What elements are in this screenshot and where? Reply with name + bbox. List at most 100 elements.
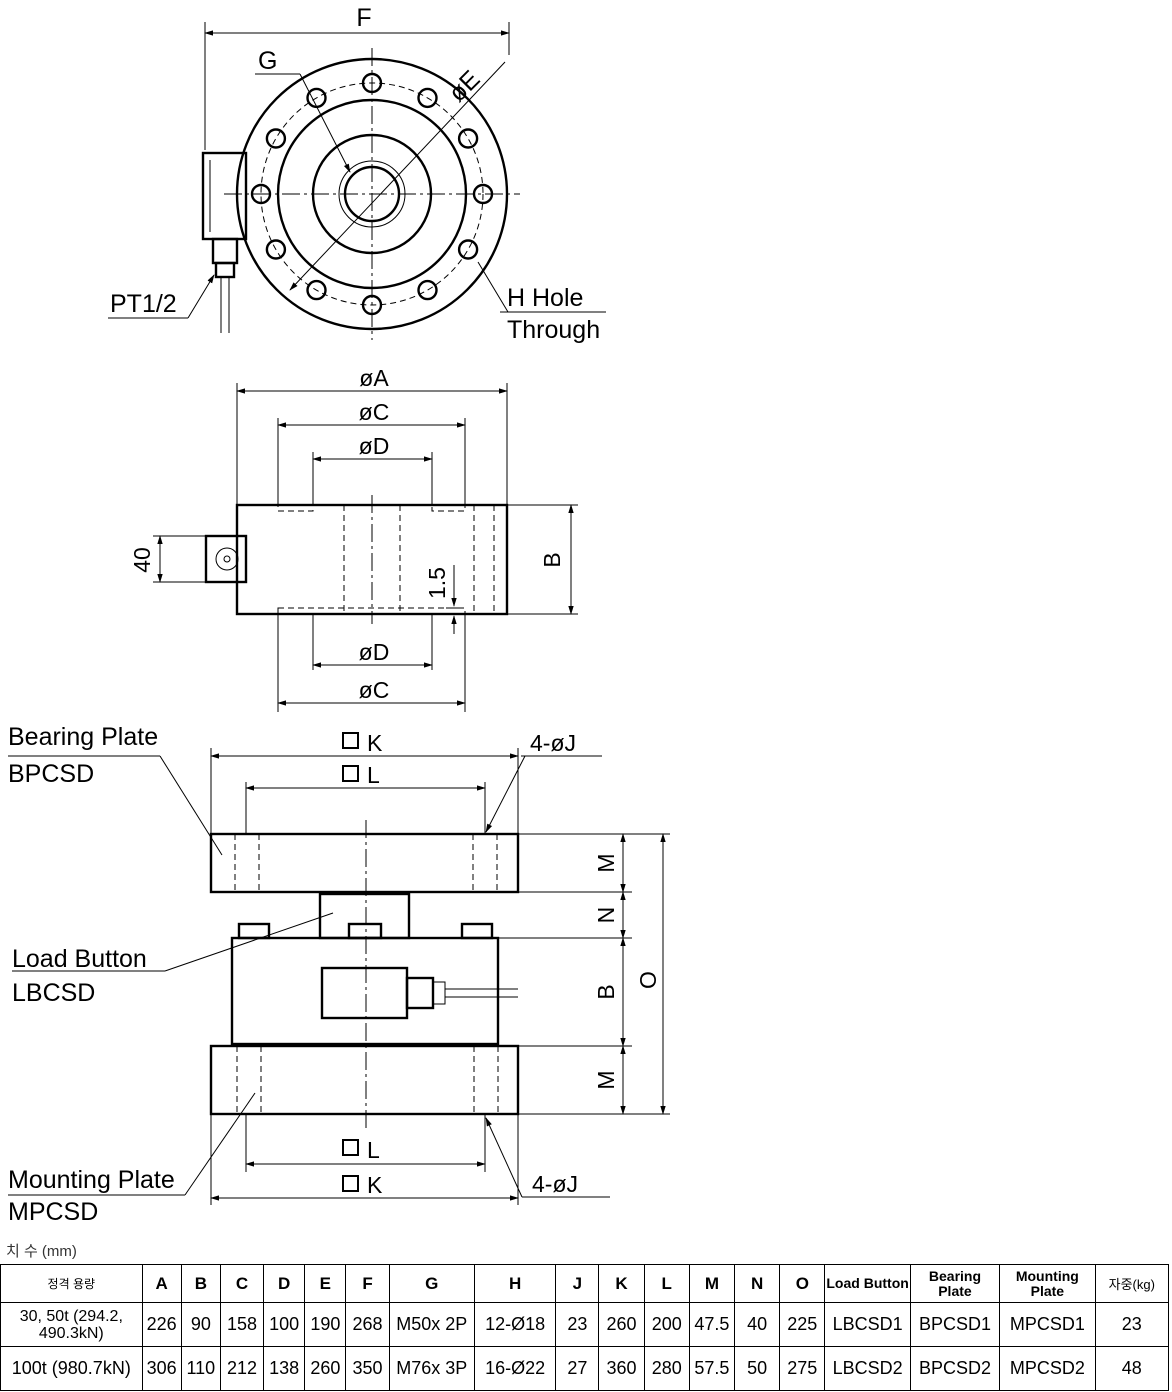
cell-G: M76x 3P [388,1346,475,1391]
dim-K-bottom-label: K [367,1172,383,1198]
header-L: L [643,1264,690,1303]
cell-F: 268 [345,1302,390,1347]
dim-O-label: O [635,971,661,989]
pt-label: PT1/2 [110,290,177,318]
header-K: K [598,1264,645,1303]
mounting-plate [209,1044,520,1116]
cell-A: 306 [141,1346,182,1391]
header-E: E [304,1264,347,1303]
cell-L: 200 [643,1302,690,1347]
header-load-button: Load Button [824,1264,911,1303]
side-view: øA øC øD øD øC 40 B [129,365,578,712]
dim-K-top-label: K [367,730,383,756]
load-button-label: Load Button [12,945,147,973]
cell-H: 16-Ø22 [473,1346,557,1391]
bolt-hole [417,279,438,301]
dim-C-top-label: øC [359,399,390,425]
bearing-plate-code: BPCSD [8,760,94,788]
dim-M-top-label: M [593,853,619,872]
cell-load-button: LBCSD1 [824,1302,911,1347]
header-N: N [734,1264,781,1303]
header-H: H [473,1264,557,1303]
header-A: A [141,1264,182,1303]
cell-D: 100 [263,1302,306,1347]
bolt-hole [265,239,287,260]
bolt-hole [250,183,272,205]
bolt-hole [265,128,287,149]
dim-E-label: øE [443,65,485,107]
cell-K: 260 [598,1302,645,1347]
dim-C-bottom-label: øC [359,677,390,703]
dim-B-assembly-label: B [593,984,619,999]
bolt-hole [306,279,327,301]
mounting-plate-code: MPCSD [8,1198,98,1226]
header-O: O [779,1264,826,1303]
dimension-table: 정격 용량 A B C D E F G H J K L M N O Load B… [0,1264,1170,1391]
table-header-row: 정격 용량 A B C D E F G H J K L M N O Load B… [0,1264,1170,1303]
cell-M: 47.5 [688,1302,736,1347]
assembly-view: K L 4-øJ Bearing Plate BPCSD Load Button… [8,723,670,1226]
dim-D-bottom-label: øD [359,639,390,665]
table-caption: 치 수 (mm) [6,1243,77,1260]
header-weight: 자중(kg) [1094,1264,1170,1303]
cell-C: 212 [219,1346,265,1391]
dim-M-bottom-label: M [593,1070,619,1089]
cell-capacity: 100t (980.7kN) [0,1346,143,1391]
table-row: 100t (980.7kN) 306 110 212 138 260 350 M… [0,1346,1170,1391]
cell-J: 23 [555,1302,600,1347]
header-D: D [263,1264,306,1303]
header-capacity: 정격 용량 [0,1264,143,1303]
dim-L-bottom-label: L [367,1137,380,1163]
dim-B-label: B [539,552,565,567]
cell-load-button: LBCSD2 [824,1346,911,1391]
header-F: F [345,1264,390,1303]
cell-H: 12-Ø18 [473,1302,557,1347]
top-view: F øE G PT1/2 H Hole Through [108,4,606,344]
cell-weight: 23 [1094,1302,1170,1347]
cell-C: 158 [219,1302,265,1347]
load-cell-body-assembly [230,936,500,1046]
cell-bearing-plate: BPCSD1 [909,1302,1001,1347]
hole-J-bottom-label: 4-øJ [532,1171,578,1197]
cell-A: 226 [141,1302,182,1347]
cell-N: 40 [734,1302,781,1347]
cell-mounting-plate: MPCSD1 [999,1302,1096,1347]
bearing-plate-label: Bearing Plate [8,723,158,751]
cell-G: M50x 2P [388,1302,475,1347]
bolt-hole [417,87,438,109]
cell-B: 90 [180,1302,221,1347]
dim-L-top-label: L [367,762,380,788]
cell-E: 190 [304,1302,347,1347]
load-button-code: LBCSD [12,979,95,1007]
header-mounting-plate: Mounting Plate [999,1264,1096,1303]
bolt-hole [361,72,383,94]
bolt-hole [472,183,494,205]
cell-weight: 48 [1094,1346,1170,1391]
cell-mounting-plate: MPCSD2 [999,1346,1096,1391]
cell-F: 350 [345,1346,390,1391]
cell-E: 260 [304,1346,347,1391]
bearing-plate [209,832,520,894]
bolt-hole [361,294,383,316]
header-J: J [555,1264,600,1303]
bolt-holes-H [250,72,494,316]
cell-J: 27 [555,1346,600,1391]
header-G: G [388,1264,475,1303]
header-C: C [219,1264,265,1303]
through-label: Through [507,316,600,344]
cell-O: 225 [779,1302,826,1347]
cell-M: 57.5 [688,1346,736,1391]
hole-label: H Hole [507,284,583,312]
dim-G-label: G [258,47,277,75]
dim-N-label: N [593,907,619,924]
header-B: B [180,1264,221,1303]
cell-capacity: 30, 50t (294.2, 490.3kN) [0,1302,143,1347]
dim-F-label: F [356,4,371,32]
dim-A-label: øA [359,365,389,391]
hole-J-top-label: 4-øJ [530,730,576,756]
bolt-hole [457,128,479,149]
dim-40-label: 40 [129,547,155,573]
dim-1-5-label: 1.5 [424,567,450,599]
header-M: M [688,1264,736,1303]
cell-K: 360 [598,1346,645,1391]
